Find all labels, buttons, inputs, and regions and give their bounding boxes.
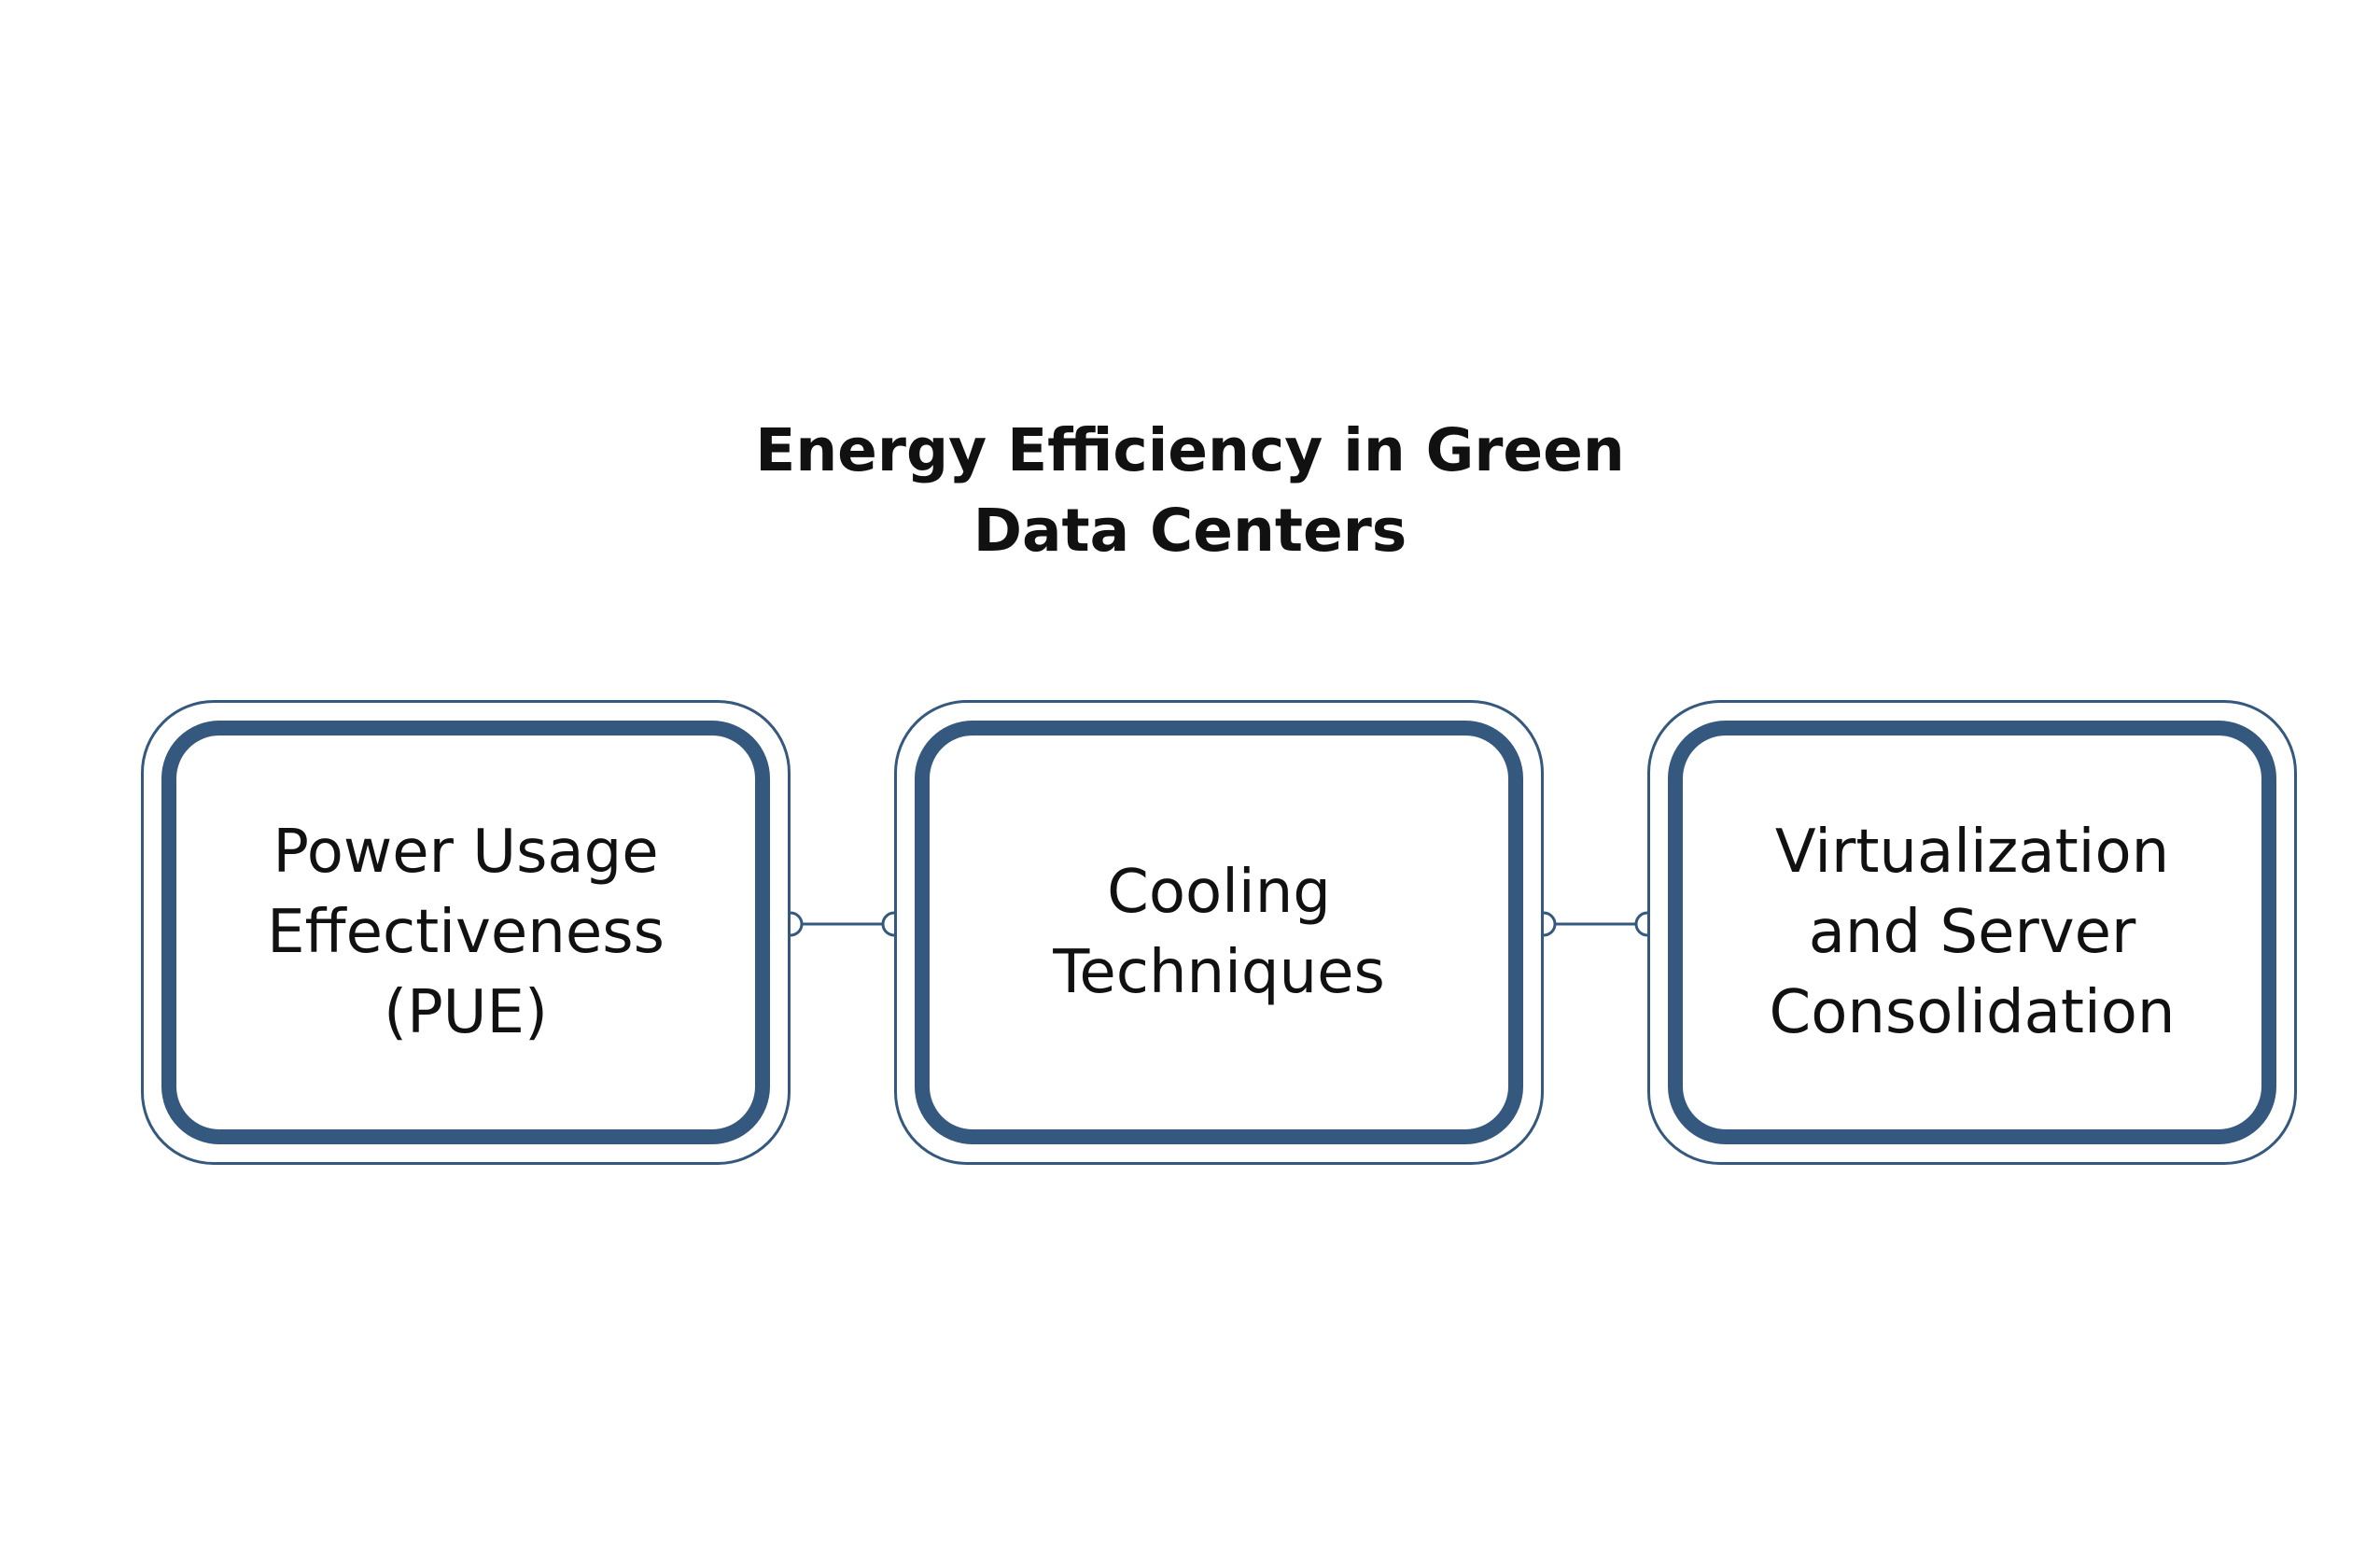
node-label-line: Power Usage (273, 818, 659, 887)
connector-1-2 (777, 911, 907, 937)
diagram-title-line-1: Energy Efficiency in Green (755, 416, 1625, 484)
node-frame: Cooling Techniques (915, 721, 1523, 1144)
node-label-line: Consolidation (1769, 978, 2176, 1047)
node-label-line: Cooling (1107, 858, 1331, 927)
node-label-line: Techniques (1053, 938, 1385, 1007)
node-label-line: Effectiveness (267, 898, 665, 967)
node-label-line: and Server (1808, 898, 2136, 967)
diagram-title-line-2: Data Centers (973, 497, 1407, 565)
node-frame: Power Usage Effectiveness (PUE) (161, 721, 770, 1144)
node-label-line: (PUE) (384, 978, 548, 1047)
node-label: Virtualization and Server Consolidation (1751, 812, 2194, 1053)
node-frame: Virtualization and Server Consolidation (1668, 721, 2276, 1144)
node-label: Power Usage Effectiveness (PUE) (248, 812, 683, 1053)
diagram-title: Energy Efficiency in Green Data Centers (723, 411, 1657, 571)
node-label-line: Virtualization (1774, 818, 2170, 887)
node-label: Cooling Techniques (1034, 852, 1404, 1013)
node-power-usage-effectiveness: Power Usage Effectiveness (PUE) (141, 700, 791, 1165)
node-virtualization-server-consolidation: Virtualization and Server Consolidation (1647, 700, 2297, 1165)
node-cooling-techniques: Cooling Techniques (894, 700, 1544, 1165)
connector-2-3 (1531, 911, 1660, 937)
